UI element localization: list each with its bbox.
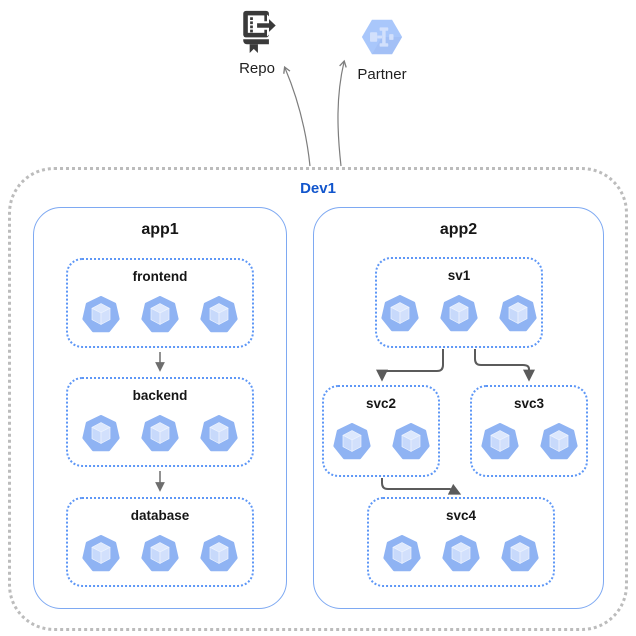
pod-icon [383, 535, 421, 572]
pod-group-svc2 [324, 423, 438, 461]
pod-icon [442, 535, 480, 572]
service-box-svc4: svc4 [367, 497, 555, 587]
pod-icon [499, 295, 537, 332]
pod-icon [82, 415, 120, 452]
pod-icon [141, 296, 179, 333]
pod-icon [539, 423, 578, 460]
environment-label: Dev1 [300, 180, 336, 197]
pod-icon [200, 415, 238, 452]
pod-icon [141, 415, 179, 452]
pod-group-database [68, 535, 252, 573]
partner-icon [361, 19, 403, 55]
service-label-svc4: svc4 [445, 508, 477, 523]
service-box-backend: backend [66, 377, 254, 467]
service-label-backend: backend [132, 388, 188, 403]
pod-group-backend [68, 415, 252, 453]
pod-icon [501, 535, 539, 572]
pod-icon [200, 535, 238, 572]
service-label-svc3: svc3 [513, 396, 545, 411]
partner-label: Partner [357, 66, 407, 83]
pod-icon [200, 296, 238, 333]
pod-group-svc3 [472, 423, 586, 461]
pod-icon [332, 423, 371, 460]
pod-icon [440, 295, 478, 332]
repo-label: Repo [239, 60, 275, 77]
pod-icon [391, 423, 430, 460]
service-box-svc3: svc3 [470, 385, 588, 477]
pod-icon [381, 295, 419, 332]
pod-icon [480, 423, 519, 460]
service-box-frontend: frontend [66, 258, 254, 348]
pod-icon [82, 296, 120, 333]
environment-dev1: Dev1 [8, 167, 628, 631]
service-label-database: database [130, 508, 190, 523]
arrow-dev1-to-repo [283, 65, 311, 167]
arrow-dev1-to-partner [337, 59, 347, 167]
external-partner: Partner [352, 14, 412, 83]
service-label-frontend: frontend [132, 269, 188, 284]
pod-group-sv1 [377, 295, 541, 333]
pod-icon [82, 535, 120, 572]
repo-icon [243, 10, 279, 53]
pod-group-svc4 [369, 535, 553, 573]
service-label-sv1: sv1 [447, 268, 471, 283]
app1-label: app1 [141, 221, 179, 238]
app2-label: app2 [439, 221, 478, 238]
service-box-svc2: svc2 [322, 385, 440, 477]
service-box-database: database [66, 497, 254, 587]
pod-group-frontend [68, 296, 252, 334]
external-repo: Repo [227, 8, 287, 77]
service-label-svc2: svc2 [365, 396, 397, 411]
pod-icon [141, 535, 179, 572]
service-box-sv1: sv1 [375, 257, 543, 348]
